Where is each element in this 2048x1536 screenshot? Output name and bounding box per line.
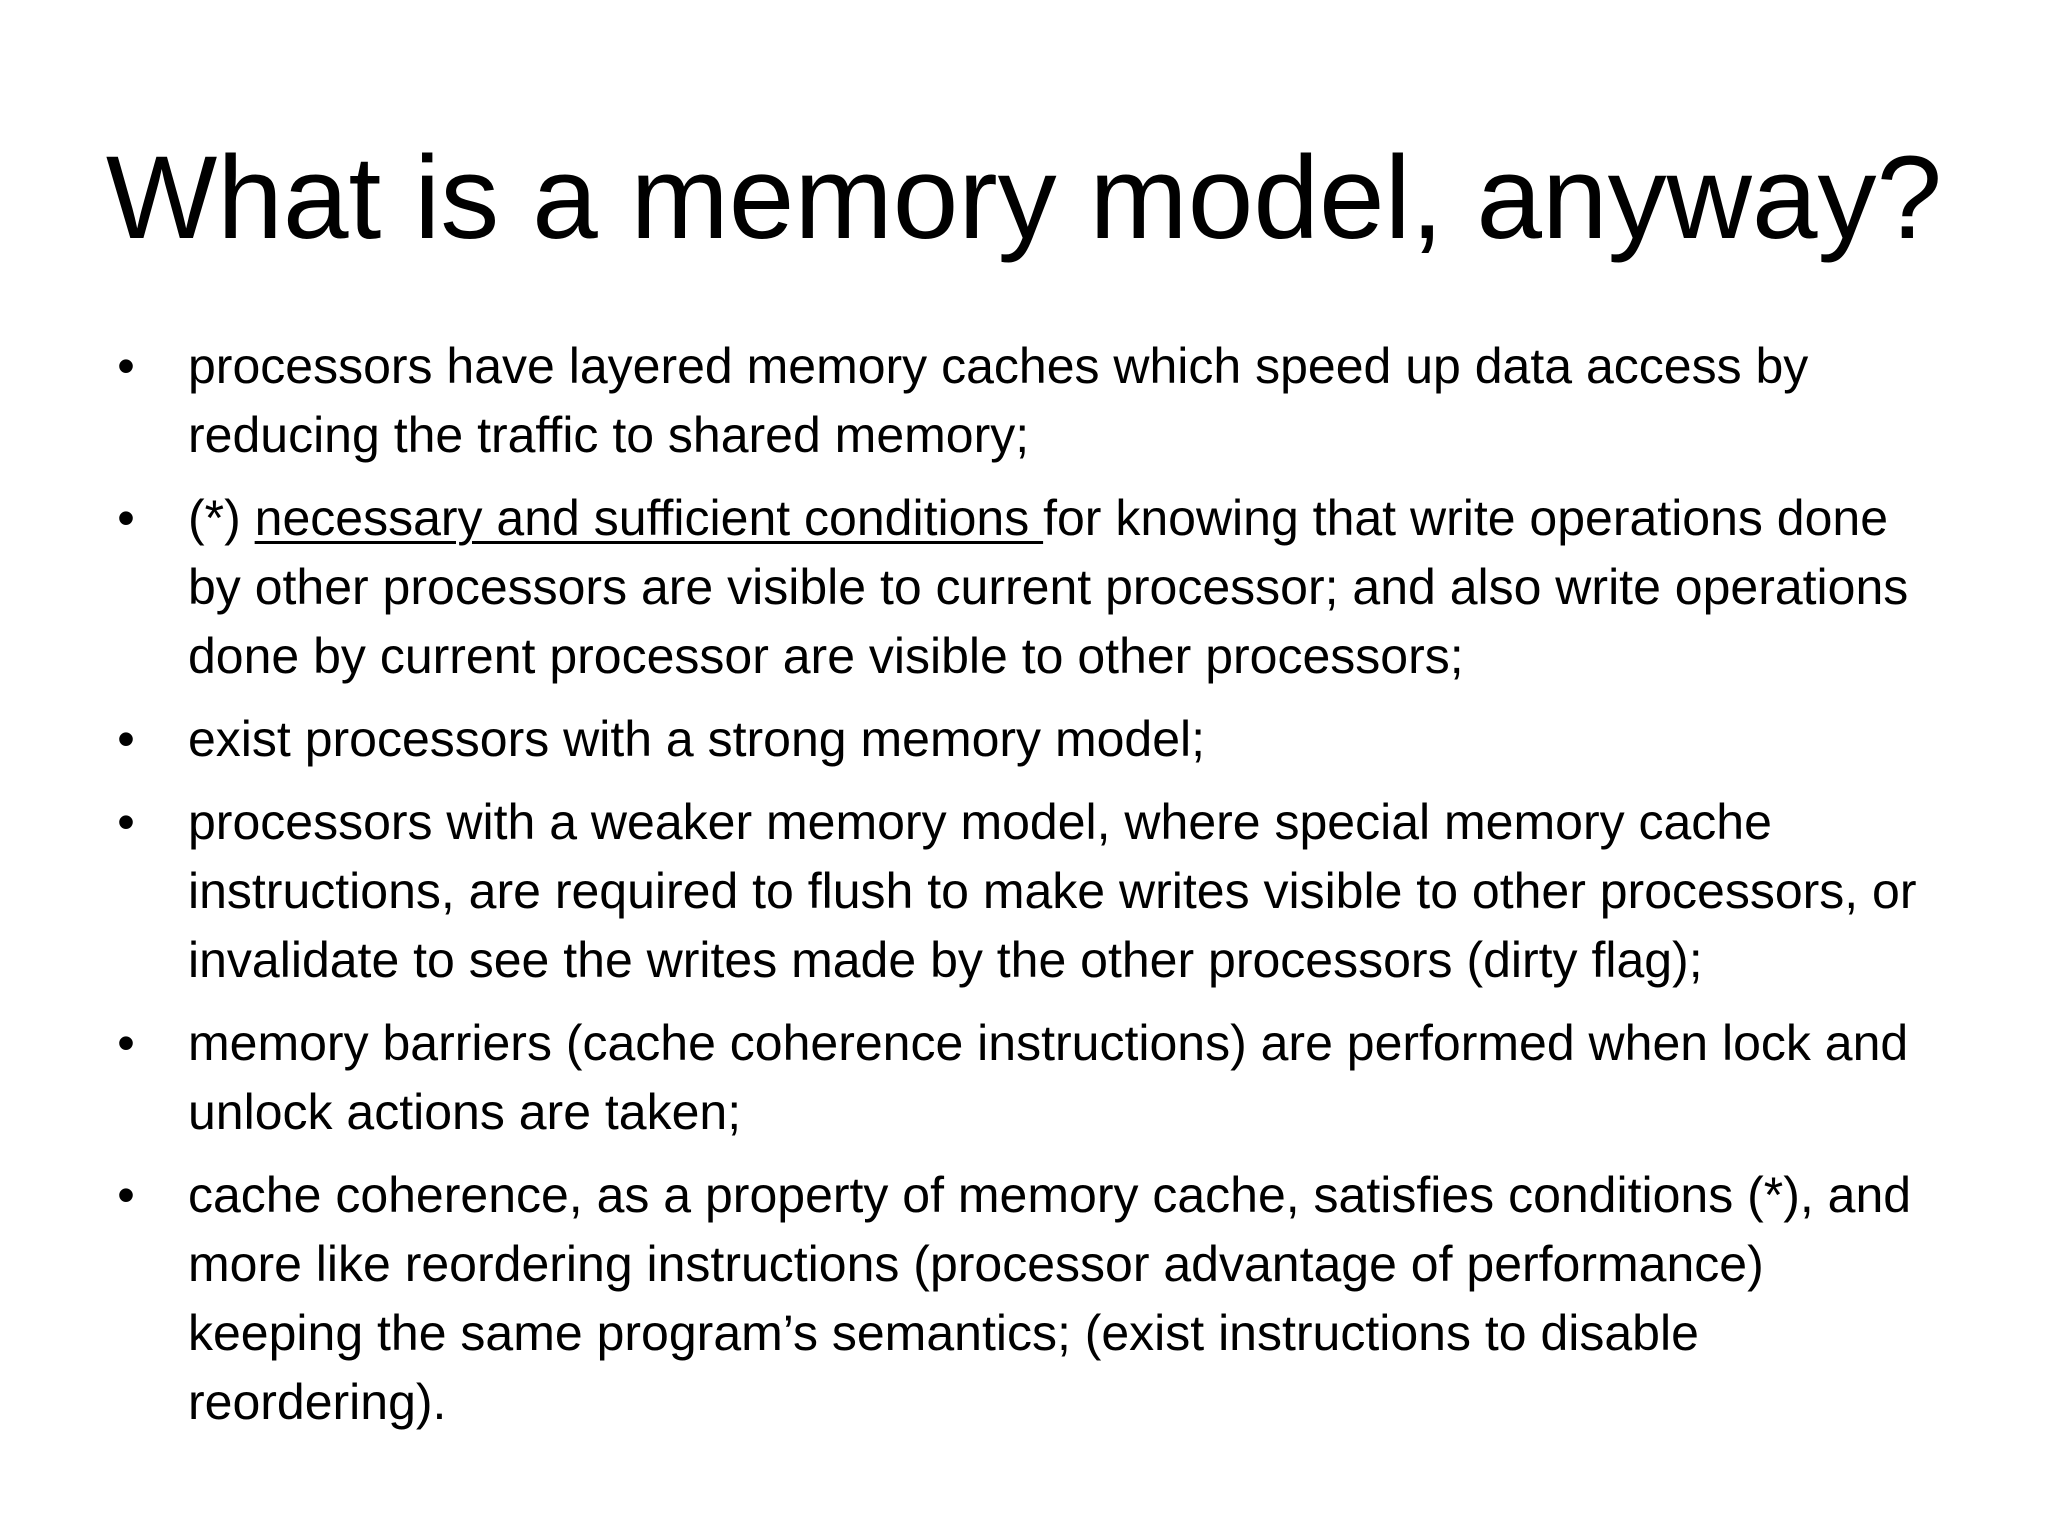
bullet-list: • processors have layered memory caches … bbox=[0, 332, 2048, 1451]
bullet-icon: • bbox=[117, 1167, 135, 1223]
bullet-icon: • bbox=[117, 338, 135, 394]
bullet-item-strong-model: • exist processors with a strong memory … bbox=[0, 705, 1948, 774]
bullet-item-memory-barriers: • memory barriers (cache coherence instr… bbox=[0, 1009, 1948, 1147]
bullet-icon: • bbox=[117, 490, 135, 546]
bullet-item-cache-coherence: • cache coherence, as a property of memo… bbox=[0, 1161, 1948, 1437]
bullet-icon: • bbox=[117, 1015, 135, 1071]
bullet-text: processors have layered memory caches wh… bbox=[188, 338, 1809, 463]
bullet-text: for knowing that write operations done b… bbox=[188, 490, 1909, 684]
bullet-item-conditions: • (*) necessary and sufficient condition… bbox=[0, 484, 1948, 691]
bullet-text: cache coherence, as a property of memory… bbox=[188, 1167, 1912, 1430]
bullet-text: memory barriers (cache coherence instruc… bbox=[188, 1015, 1909, 1140]
bullet-item-weak-model: • processors with a weaker memory model,… bbox=[0, 788, 1948, 995]
bullet-text: exist processors with a strong memory mo… bbox=[188, 711, 1206, 767]
bullet-item-cache-layers: • processors have layered memory caches … bbox=[0, 332, 1948, 470]
bullet-prefix: (*) bbox=[188, 490, 255, 546]
bullet-text: processors with a weaker memory model, w… bbox=[188, 794, 1917, 988]
bullet-underlined-phrase: necessary and sufficient conditions bbox=[254, 490, 1044, 546]
bullet-icon: • bbox=[117, 711, 135, 767]
bullet-icon: • bbox=[117, 794, 135, 850]
slide-title: What is a memory model, anyway? bbox=[105, 132, 1943, 264]
